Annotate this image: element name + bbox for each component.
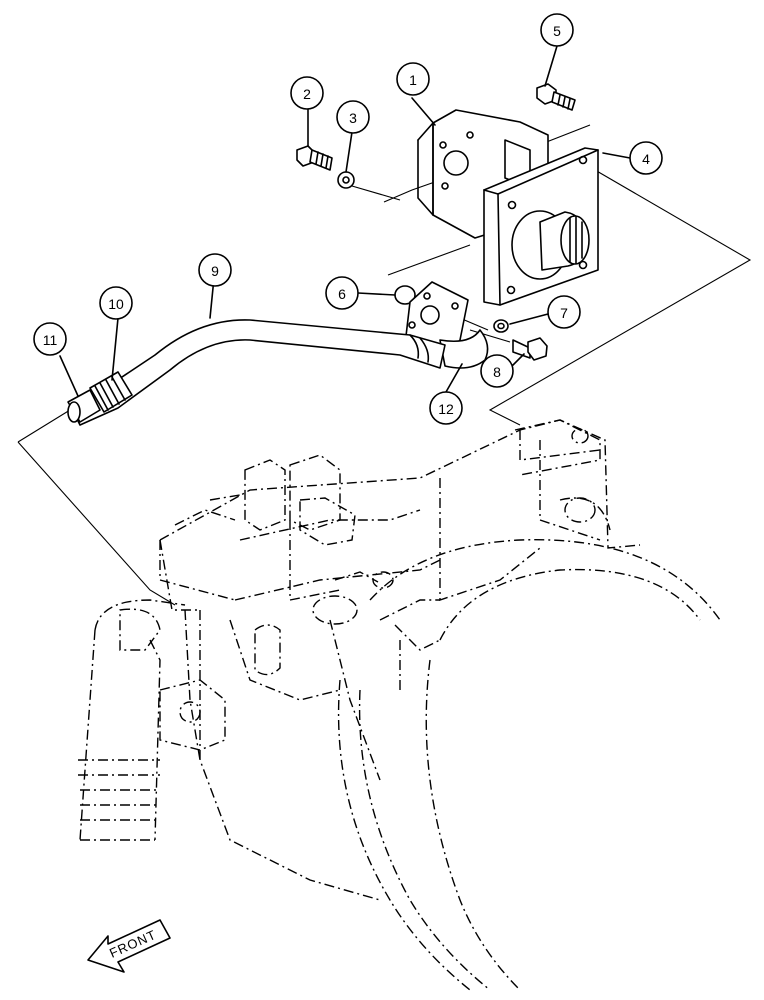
callout-7-label: 7	[560, 305, 568, 321]
callout-6-label: 6	[338, 286, 346, 302]
callout-3-label: 3	[349, 110, 357, 126]
callout-4-label: 4	[642, 151, 650, 167]
cap-screw-5	[536, 83, 576, 111]
washer-7	[493, 319, 509, 333]
callout-3: 3	[336, 100, 370, 134]
callout-1: 1	[396, 62, 430, 96]
callout-2: 2	[290, 76, 324, 110]
callout-12: 12	[429, 391, 463, 425]
callout-8: 8	[480, 354, 514, 388]
hose-assembly-9	[69, 319, 446, 426]
callout-2-label: 2	[303, 86, 311, 102]
callout-6: 6	[325, 276, 359, 310]
callout-leaders	[59, 45, 631, 397]
hose-fitting-11	[67, 389, 101, 423]
callout-11: 11	[33, 322, 67, 356]
reference-lines	[17, 124, 752, 606]
front-direction-arrow: FRONT	[87, 919, 171, 973]
callout-9-label: 9	[211, 263, 219, 279]
callout-5: 5	[540, 13, 574, 47]
callout-12-label: 12	[438, 401, 454, 417]
bolt-8	[512, 337, 548, 361]
hose-fitting-10	[89, 371, 133, 413]
engine-assembly-phantom	[78, 419, 721, 991]
mounting-flange	[483, 147, 599, 306]
callout-9: 9	[198, 253, 232, 287]
callout-10-label: 10	[108, 296, 124, 312]
callout-11-label: 11	[43, 332, 58, 348]
callout-1-label: 1	[409, 72, 417, 88]
callout-8-label: 8	[493, 364, 501, 380]
cap-screw-2	[296, 145, 333, 171]
callout-10: 10	[99, 286, 133, 320]
callout-4: 4	[629, 141, 663, 175]
callout-5-label: 5	[553, 23, 561, 39]
callout-7: 7	[547, 295, 581, 329]
lock-washer-3	[337, 171, 355, 189]
